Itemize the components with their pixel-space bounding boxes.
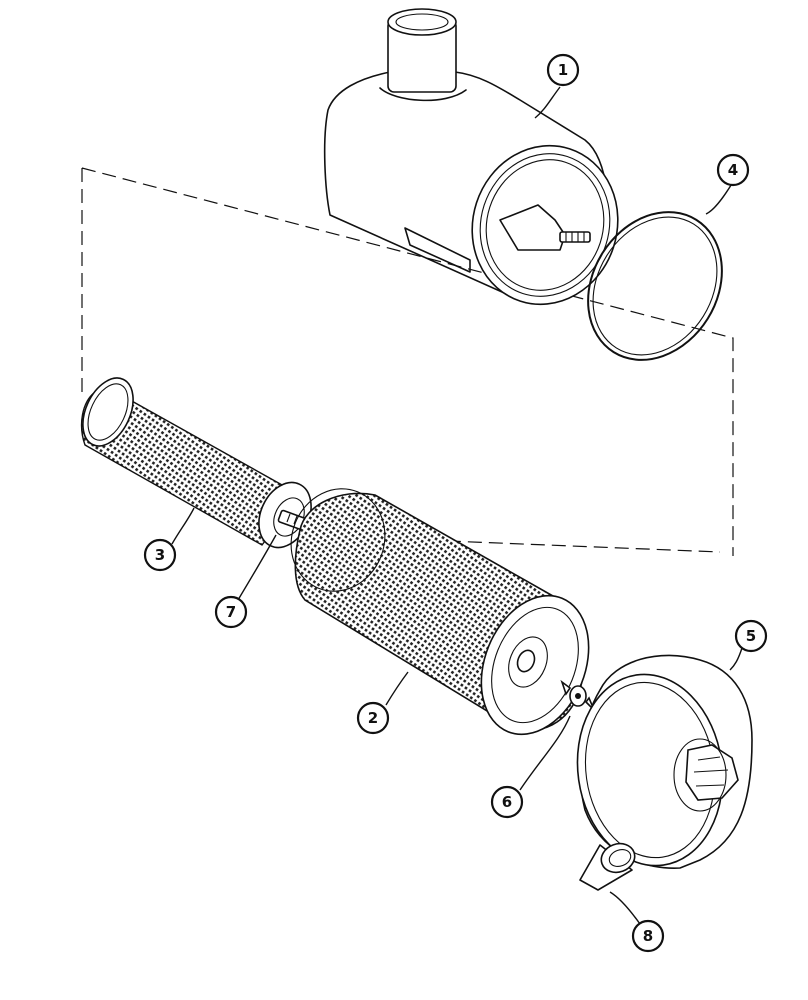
- callout-2: 2: [356, 701, 390, 735]
- callout-1: 1: [546, 53, 580, 87]
- svg-text:4: 4: [728, 161, 738, 179]
- wing-nut-part: [560, 679, 595, 711]
- svg-text:5: 5: [746, 627, 756, 645]
- callout-6: 6: [490, 785, 524, 819]
- svg-text:3: 3: [155, 546, 165, 564]
- dust-valve-part: [579, 842, 636, 891]
- callout-3: 3: [143, 538, 177, 572]
- seal-ring-part: [587, 211, 723, 361]
- leader-lines: [171, 86, 743, 925]
- end-cap-part: [576, 654, 753, 869]
- callout-5: 5: [734, 619, 768, 653]
- svg-text:8: 8: [643, 927, 653, 945]
- svg-text:6: 6: [502, 793, 512, 811]
- svg-text:7: 7: [226, 603, 236, 621]
- safety-filter-part: [80, 377, 312, 549]
- callout-8: 8: [631, 919, 665, 953]
- primary-filter-part: [290, 488, 590, 736]
- svg-text:1: 1: [558, 61, 568, 79]
- callout-4: 4: [716, 153, 750, 187]
- svg-text:2: 2: [368, 709, 378, 727]
- callout-7: 7: [214, 595, 248, 629]
- housing-part: [323, 8, 619, 306]
